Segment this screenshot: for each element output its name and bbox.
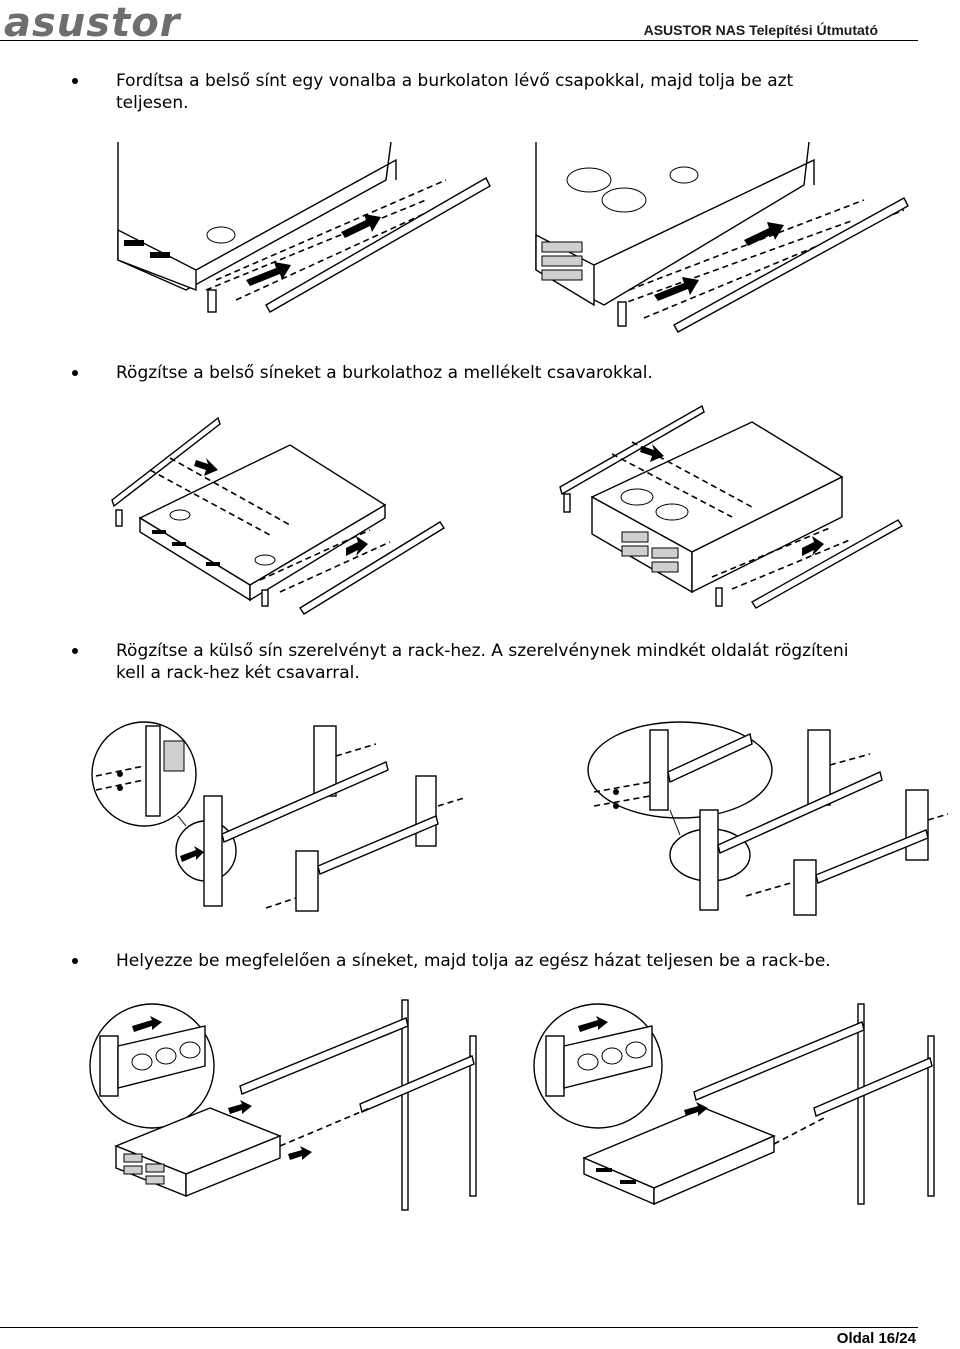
asustor-logo: asustor [4, 0, 181, 46]
footer-divider [0, 1327, 918, 1328]
page-number: Oldal 16/24 [836, 1330, 916, 1347]
document-title: ASUSTOR NAS Telepítési Útmutató [643, 22, 878, 38]
step-4: Helyezze be megfelelően a síneket, majd … [70, 950, 870, 972]
rail-alignment-1u-icon [116, 140, 496, 324]
step-3-text: Rögzítse a külső sín szerelvényt a rack-… [116, 641, 849, 683]
step-1: Fordítsa a belső sínt egy vonalba a burk… [70, 70, 870, 114]
rail-screws-1u-icon [110, 410, 450, 624]
header-divider [0, 40, 918, 41]
step-1-text: Fordítsa a belső sínt egy vonalba a burk… [116, 71, 794, 113]
rack-rail-mount-2-icon [580, 720, 950, 924]
rack-insert-1u-icon [524, 996, 944, 1220]
step-2-text: Rögzítse a belső síneket a burkolathoz a… [116, 363, 653, 383]
rail-alignment-2u-icon [534, 140, 914, 344]
step-2: Rögzítse a belső síneket a burkolathoz a… [70, 362, 870, 384]
rack-insert-2u-icon [80, 996, 490, 1220]
rack-rail-mount-1-icon [86, 716, 466, 920]
rail-screws-2u-icon [552, 402, 908, 616]
step-3: Rögzítse a külső sín szerelvényt a rack-… [70, 640, 870, 684]
step-4-text: Helyezze be megfelelően a síneket, majd … [116, 951, 831, 971]
